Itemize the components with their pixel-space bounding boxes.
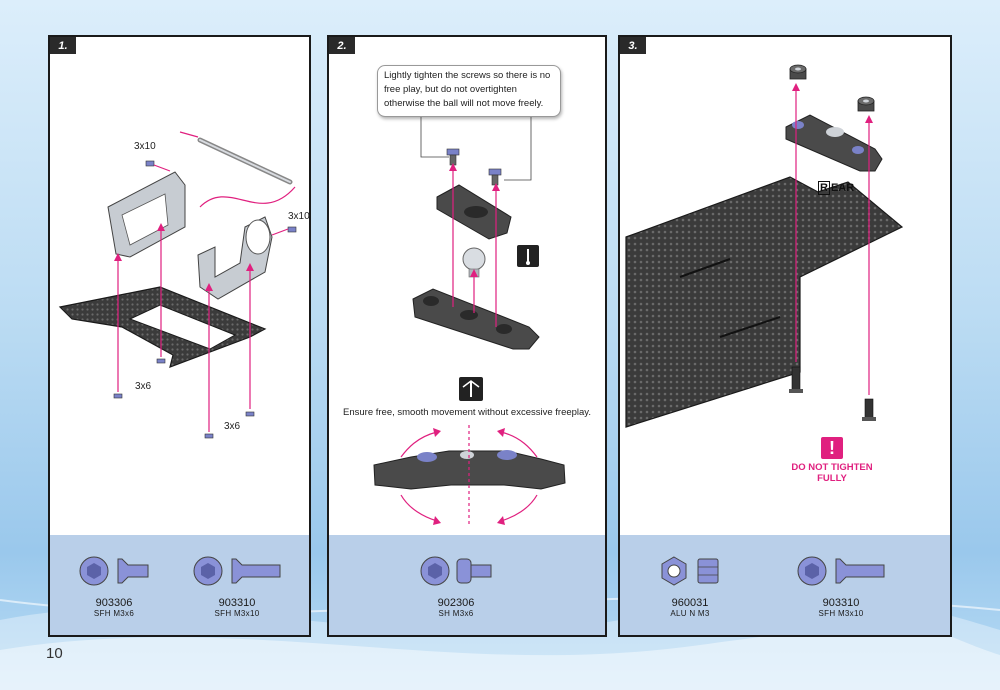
parts-bar: 902306 SH M3x6 <box>329 535 605 635</box>
free-movement-icon <box>517 245 539 267</box>
rear-label-rest: EAR <box>830 182 855 194</box>
step-1-panel: 1. <box>48 35 311 637</box>
part-code: 903306 <box>95 597 133 609</box>
alu-nut-icon <box>661 556 719 586</box>
countersunk-screw-short-icon <box>79 556 149 586</box>
step-2-panel: 2. Lightly tighten the screws so there i… <box>327 35 607 637</box>
part-desc: SFH M3x6 <box>93 609 135 618</box>
step-number: 3. <box>620 37 646 54</box>
part-903310: 903310 SFH M3x10 <box>192 553 282 618</box>
part-desc: SFH M3x10 <box>818 609 864 618</box>
part-desc: SFH M3x10 <box>214 609 260 618</box>
step-2-illustration <box>373 117 566 525</box>
countersunk-screw-long-icon <box>193 556 281 586</box>
part-902306: 902306 SH M3x6 <box>419 553 493 618</box>
nut-top-right <box>857 96 875 112</box>
step-number: 1. <box>50 37 76 54</box>
step-1-illustration <box>58 131 297 439</box>
part-960031: 960031 ALU N M3 <box>658 553 722 618</box>
countersunk-screw-long-icon <box>797 556 885 586</box>
step-number: 2. <box>329 37 355 54</box>
part-desc: SH M3x6 <box>438 609 474 618</box>
free-movement-icon-2 <box>459 377 483 401</box>
free-movement-note: Ensure free, smooth movement without exc… <box>343 407 591 418</box>
step-3-illustration <box>625 64 904 428</box>
nut-top-left <box>789 64 807 80</box>
part-code: 903310 <box>218 597 256 609</box>
rear-label-first: R <box>818 181 830 195</box>
page-number: 10 <box>46 645 63 662</box>
parts-bar: 960031 ALU N M3 903310 SFH M3x10 <box>620 535 950 635</box>
label-screw-3x6-left: 3x6 <box>135 381 152 392</box>
step-3-panel: 3. <box>618 35 952 637</box>
part-desc: ALU N M3 <box>670 609 710 618</box>
socket-head-screw-icon <box>420 556 492 586</box>
part-903310: 903310 SFH M3x10 <box>796 553 886 618</box>
label-screw-3x6-right: 3x6 <box>224 421 241 432</box>
part-code: 902306 <box>437 597 475 609</box>
warning-text: DO NOT TIGHTEN FULLY <box>791 462 873 484</box>
warning-icon: ! <box>821 437 843 459</box>
part-903306: 903306 SFH M3x6 <box>78 553 150 618</box>
label-screw-3x10-right: 3x10 <box>288 211 310 222</box>
part-code: 960031 <box>671 597 709 609</box>
parts-bar: 903306 SFH M3x6 903310 SFH M3x10 <box>50 535 309 635</box>
part-code: 903310 <box>822 597 860 609</box>
label-screw-3x10-top: 3x10 <box>134 141 156 152</box>
warning: ! DO NOT TIGHTEN FULLY <box>782 437 882 484</box>
tightening-callout: Lightly tighten the screws so there is n… <box>377 65 561 117</box>
